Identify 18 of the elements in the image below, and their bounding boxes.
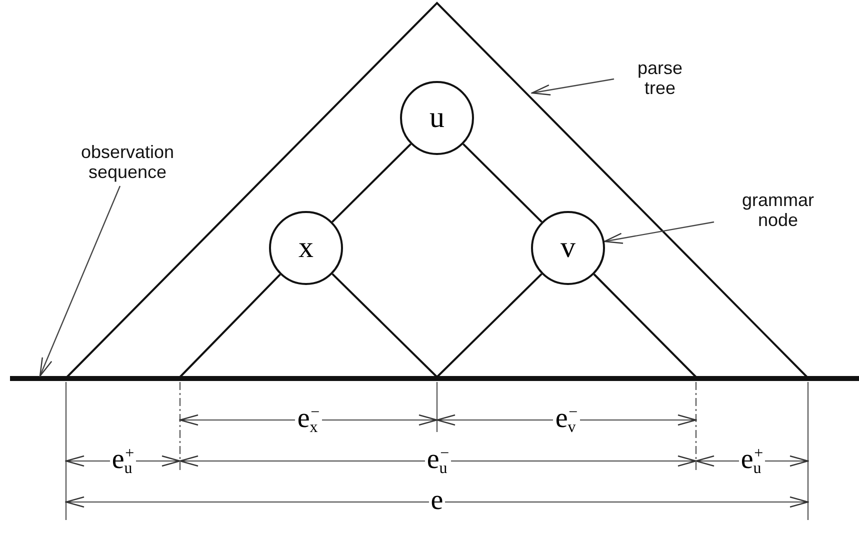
tree-branch-line bbox=[179, 274, 281, 378]
grammar-node-circle bbox=[400, 81, 474, 155]
leader-arrow bbox=[39, 186, 121, 377]
tree-branch-line bbox=[332, 273, 438, 378]
grammar-node-circle bbox=[269, 211, 343, 285]
node-letter: u bbox=[430, 103, 444, 133]
leader-arrow bbox=[604, 221, 714, 244]
callout-text: grammar node bbox=[740, 190, 815, 230]
tree-branch-line bbox=[593, 274, 697, 378]
grammar-node-circle bbox=[531, 211, 605, 285]
tree-branch-line bbox=[462, 143, 542, 223]
tree-branch-line bbox=[436, 273, 542, 378]
leader-arrow bbox=[531, 78, 614, 96]
callout-text: observation sequence bbox=[80, 142, 176, 182]
node-letter: v bbox=[560, 233, 576, 263]
callout-text: parse tree bbox=[636, 58, 684, 98]
node-letter: x bbox=[298, 233, 314, 263]
tree-branch-line bbox=[332, 143, 412, 223]
